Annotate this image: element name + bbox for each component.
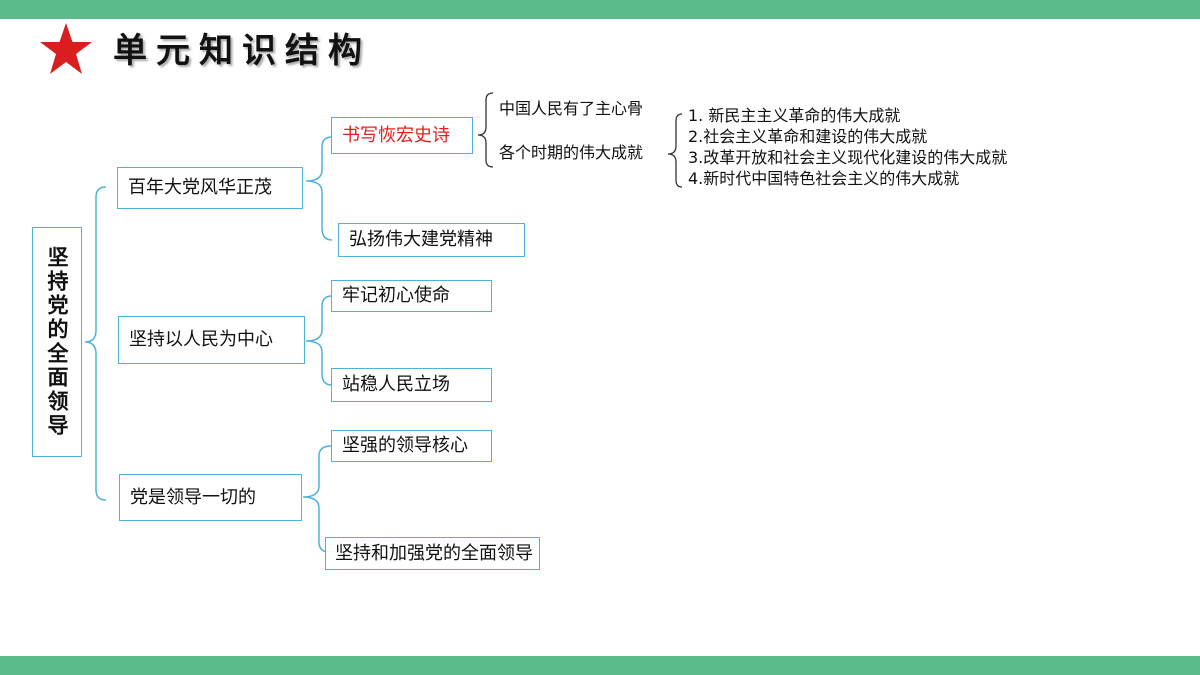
top-accent-bar bbox=[0, 0, 1200, 19]
achievement-item: 2.社会主义革命和建设的伟大成就 bbox=[688, 127, 928, 146]
page-title: 单元知识结构 bbox=[113, 31, 371, 71]
achievement-item: 3.改革开放和社会主义现代化建设的伟大成就 bbox=[688, 148, 1008, 167]
sub-label: 牢记初心使命 bbox=[342, 285, 450, 306]
branch-node-2: 坚持以人民为中心 bbox=[118, 316, 305, 364]
root-bracket bbox=[84, 186, 107, 501]
sub-node-core: 坚强的领导核心 bbox=[331, 430, 492, 462]
sub-node-mission: 牢记初心使命 bbox=[331, 280, 492, 312]
branch-node-3: 党是领导一切的 bbox=[119, 474, 302, 521]
sub-label: 站稳人民立场 bbox=[342, 374, 450, 395]
sub-node-history: 书写恢宏史诗 bbox=[331, 117, 473, 154]
sub-label: 弘扬伟大建党精神 bbox=[349, 229, 493, 250]
achievements-bracket bbox=[667, 113, 683, 188]
branch3-bracket bbox=[302, 445, 332, 553]
root-node: 坚持党的全面领导 bbox=[32, 227, 82, 457]
achievement-item: 4.新时代中国特色社会主义的伟大成就 bbox=[688, 169, 960, 188]
branch2-bracket bbox=[305, 295, 333, 386]
bottom-accent-bar bbox=[0, 656, 1200, 675]
sub-node-spirit: 弘扬伟大建党精神 bbox=[338, 223, 525, 257]
detail-backbone: 中国人民有了主心骨 bbox=[499, 99, 644, 118]
branch-node-1: 百年大党风华正茂 bbox=[117, 167, 303, 209]
branch-label: 党是领导一切的 bbox=[130, 486, 256, 508]
sub-label: 书写恢宏史诗 bbox=[342, 124, 450, 146]
sub-label: 坚持和加强党的全面领导 bbox=[335, 542, 533, 564]
sub-node-leadership: 坚持和加强党的全面领导 bbox=[325, 537, 540, 570]
star-icon bbox=[40, 23, 92, 74]
branch-label: 百年大党风华正茂 bbox=[128, 177, 272, 198]
branch1-bracket bbox=[305, 136, 333, 241]
history-bracket bbox=[477, 92, 494, 168]
root-label: 坚持党的全面领导 bbox=[45, 246, 69, 438]
achievement-item: 1. 新民主主义革命的伟大成就 bbox=[688, 106, 901, 125]
sub-node-stance: 站稳人民立场 bbox=[331, 368, 492, 402]
detail-achievements: 各个时期的伟大成就 bbox=[499, 143, 644, 162]
sub-label: 坚强的领导核心 bbox=[342, 435, 468, 456]
branch-label: 坚持以人民为中心 bbox=[129, 329, 273, 350]
